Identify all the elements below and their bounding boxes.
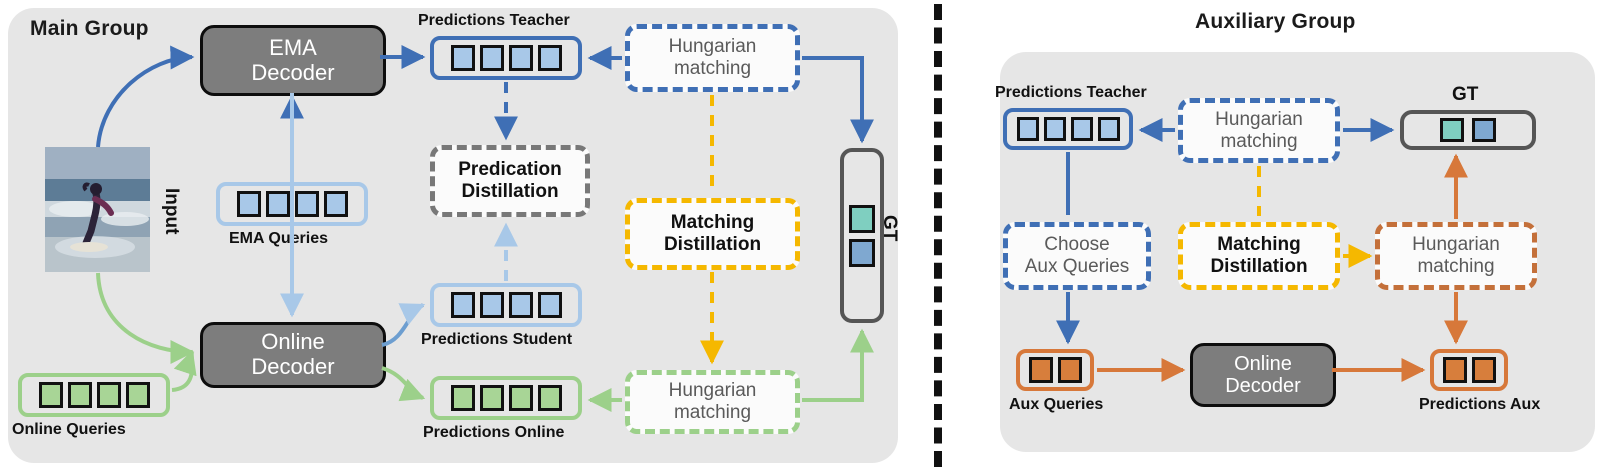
query-chip [1097, 117, 1120, 141]
aux-hungarian-right-line1: Hungarian [1412, 234, 1500, 256]
ema-decoder-block: EMA Decoder [200, 25, 386, 96]
ema-queries-label: EMA Queries [229, 230, 328, 247]
query-chip [479, 292, 504, 318]
hungarian-top-line1: Hungarian [668, 36, 757, 58]
predictions-teacher-label: Predictions Teacher [418, 12, 570, 29]
gt-chip [1440, 118, 1464, 142]
online-decoder-line1: Online [261, 329, 325, 355]
aux-group-title: Auxiliary Group [1195, 10, 1356, 33]
gt-label-aux: GT [1452, 84, 1479, 105]
query-chip [479, 45, 504, 71]
ema-decoder-line2: Decoder [251, 59, 335, 85]
gt-box-main [840, 148, 884, 323]
aux-hungarian-matching-top-box: Hungarian matching [1178, 98, 1340, 163]
query-chip [450, 385, 475, 411]
choose-line1: Choose [1044, 234, 1110, 256]
aux-hungarian-top-line1: Hungarian [1215, 108, 1303, 130]
predication-distillation-line1: Predication [458, 159, 562, 181]
hungarian-matching-online-box: Hungarian matching [625, 370, 800, 434]
predictions-online-strip [430, 376, 582, 420]
predication-distillation-box: Predication Distillation [430, 145, 590, 217]
query-chip [508, 45, 533, 71]
query-chip [450, 45, 475, 71]
predictions-student-strip [430, 283, 582, 327]
aux-matching-distillation-line2: Distillation [1210, 256, 1308, 277]
query-chip [508, 385, 533, 411]
main-group-title: Main Group [30, 17, 149, 40]
aux-queries-strip [1016, 349, 1094, 391]
aux-predictions-teacher-label: Predictions Teacher [995, 84, 1147, 101]
predication-distillation-line2: Distillation [461, 181, 559, 202]
aux-hungarian-right-line2: matching [1417, 256, 1495, 277]
gt-chip [849, 204, 875, 233]
aux-online-decoder-line1: Online [1234, 352, 1292, 375]
query-chip [1070, 117, 1093, 141]
gt-chip [849, 238, 875, 267]
matching-distillation-box-aux: Matching Distillation [1178, 222, 1340, 290]
ema-decoder-line1: EMA [269, 34, 317, 60]
online-queries-label: Online Queries [12, 421, 126, 438]
query-chip [537, 45, 562, 71]
hungarian-matching-teacher-box: Hungarian matching [625, 24, 800, 92]
hungarian-bottom-line2: matching [673, 402, 752, 423]
input-label: Input [161, 188, 182, 235]
ema-queries-strip [216, 182, 368, 226]
matching-distillation-box-main: Matching Distillation [625, 198, 800, 270]
aux-online-decoder-line2: Decoder [1225, 375, 1301, 397]
input-image [45, 147, 150, 272]
matching-distillation-line2: Distillation [663, 234, 762, 255]
query-chip [508, 292, 533, 318]
predictions-student-label: Predictions Student [421, 331, 573, 348]
query-chip [537, 385, 562, 411]
query-chip [479, 385, 504, 411]
predictions-aux-strip [1430, 349, 1508, 391]
gt-chip [1472, 118, 1496, 142]
predictions-online-label: Predictions Online [423, 424, 565, 441]
query-chip [450, 292, 475, 318]
query-chip [96, 382, 121, 408]
query-chip [294, 191, 319, 217]
query-chip [38, 382, 63, 408]
query-chip [1016, 117, 1039, 141]
aux-hungarian-matching-right-box: Hungarian matching [1375, 222, 1537, 290]
query-chip [1442, 357, 1467, 383]
predictions-aux-label: Predictions Aux [1419, 396, 1541, 413]
online-decoder-block: Online Decoder [200, 322, 386, 388]
hungarian-top-line2: matching [673, 58, 752, 79]
query-chip [1043, 117, 1066, 141]
query-chip [323, 191, 348, 217]
aux-predictions-teacher-strip [1003, 108, 1133, 150]
choose-line2: Aux Queries [1024, 256, 1130, 277]
query-chip [125, 382, 150, 408]
hungarian-bottom-line1: Hungarian [668, 380, 757, 402]
query-chip [1471, 357, 1496, 383]
matching-distillation-line1: Matching [670, 212, 755, 234]
query-chip [537, 292, 562, 318]
online-decoder-line2: Decoder [251, 354, 335, 379]
group-divider [934, 4, 942, 467]
gt-box-aux [1400, 110, 1536, 150]
online-queries-strip [18, 373, 170, 417]
predictions-teacher-strip [430, 36, 582, 80]
choose-aux-queries-box: Choose Aux Queries [1003, 222, 1151, 290]
query-chip [236, 191, 261, 217]
query-chip [1028, 357, 1053, 383]
aux-online-decoder-block: Online Decoder [1190, 343, 1336, 407]
aux-matching-distillation-line1: Matching [1217, 234, 1301, 256]
aux-queries-label: Aux Queries [1009, 396, 1104, 413]
query-chip [265, 191, 290, 217]
aux-hungarian-top-line2: matching [1220, 130, 1298, 152]
query-chip [67, 382, 92, 408]
query-chip [1057, 357, 1082, 383]
gt-label-main: GT [879, 215, 900, 242]
